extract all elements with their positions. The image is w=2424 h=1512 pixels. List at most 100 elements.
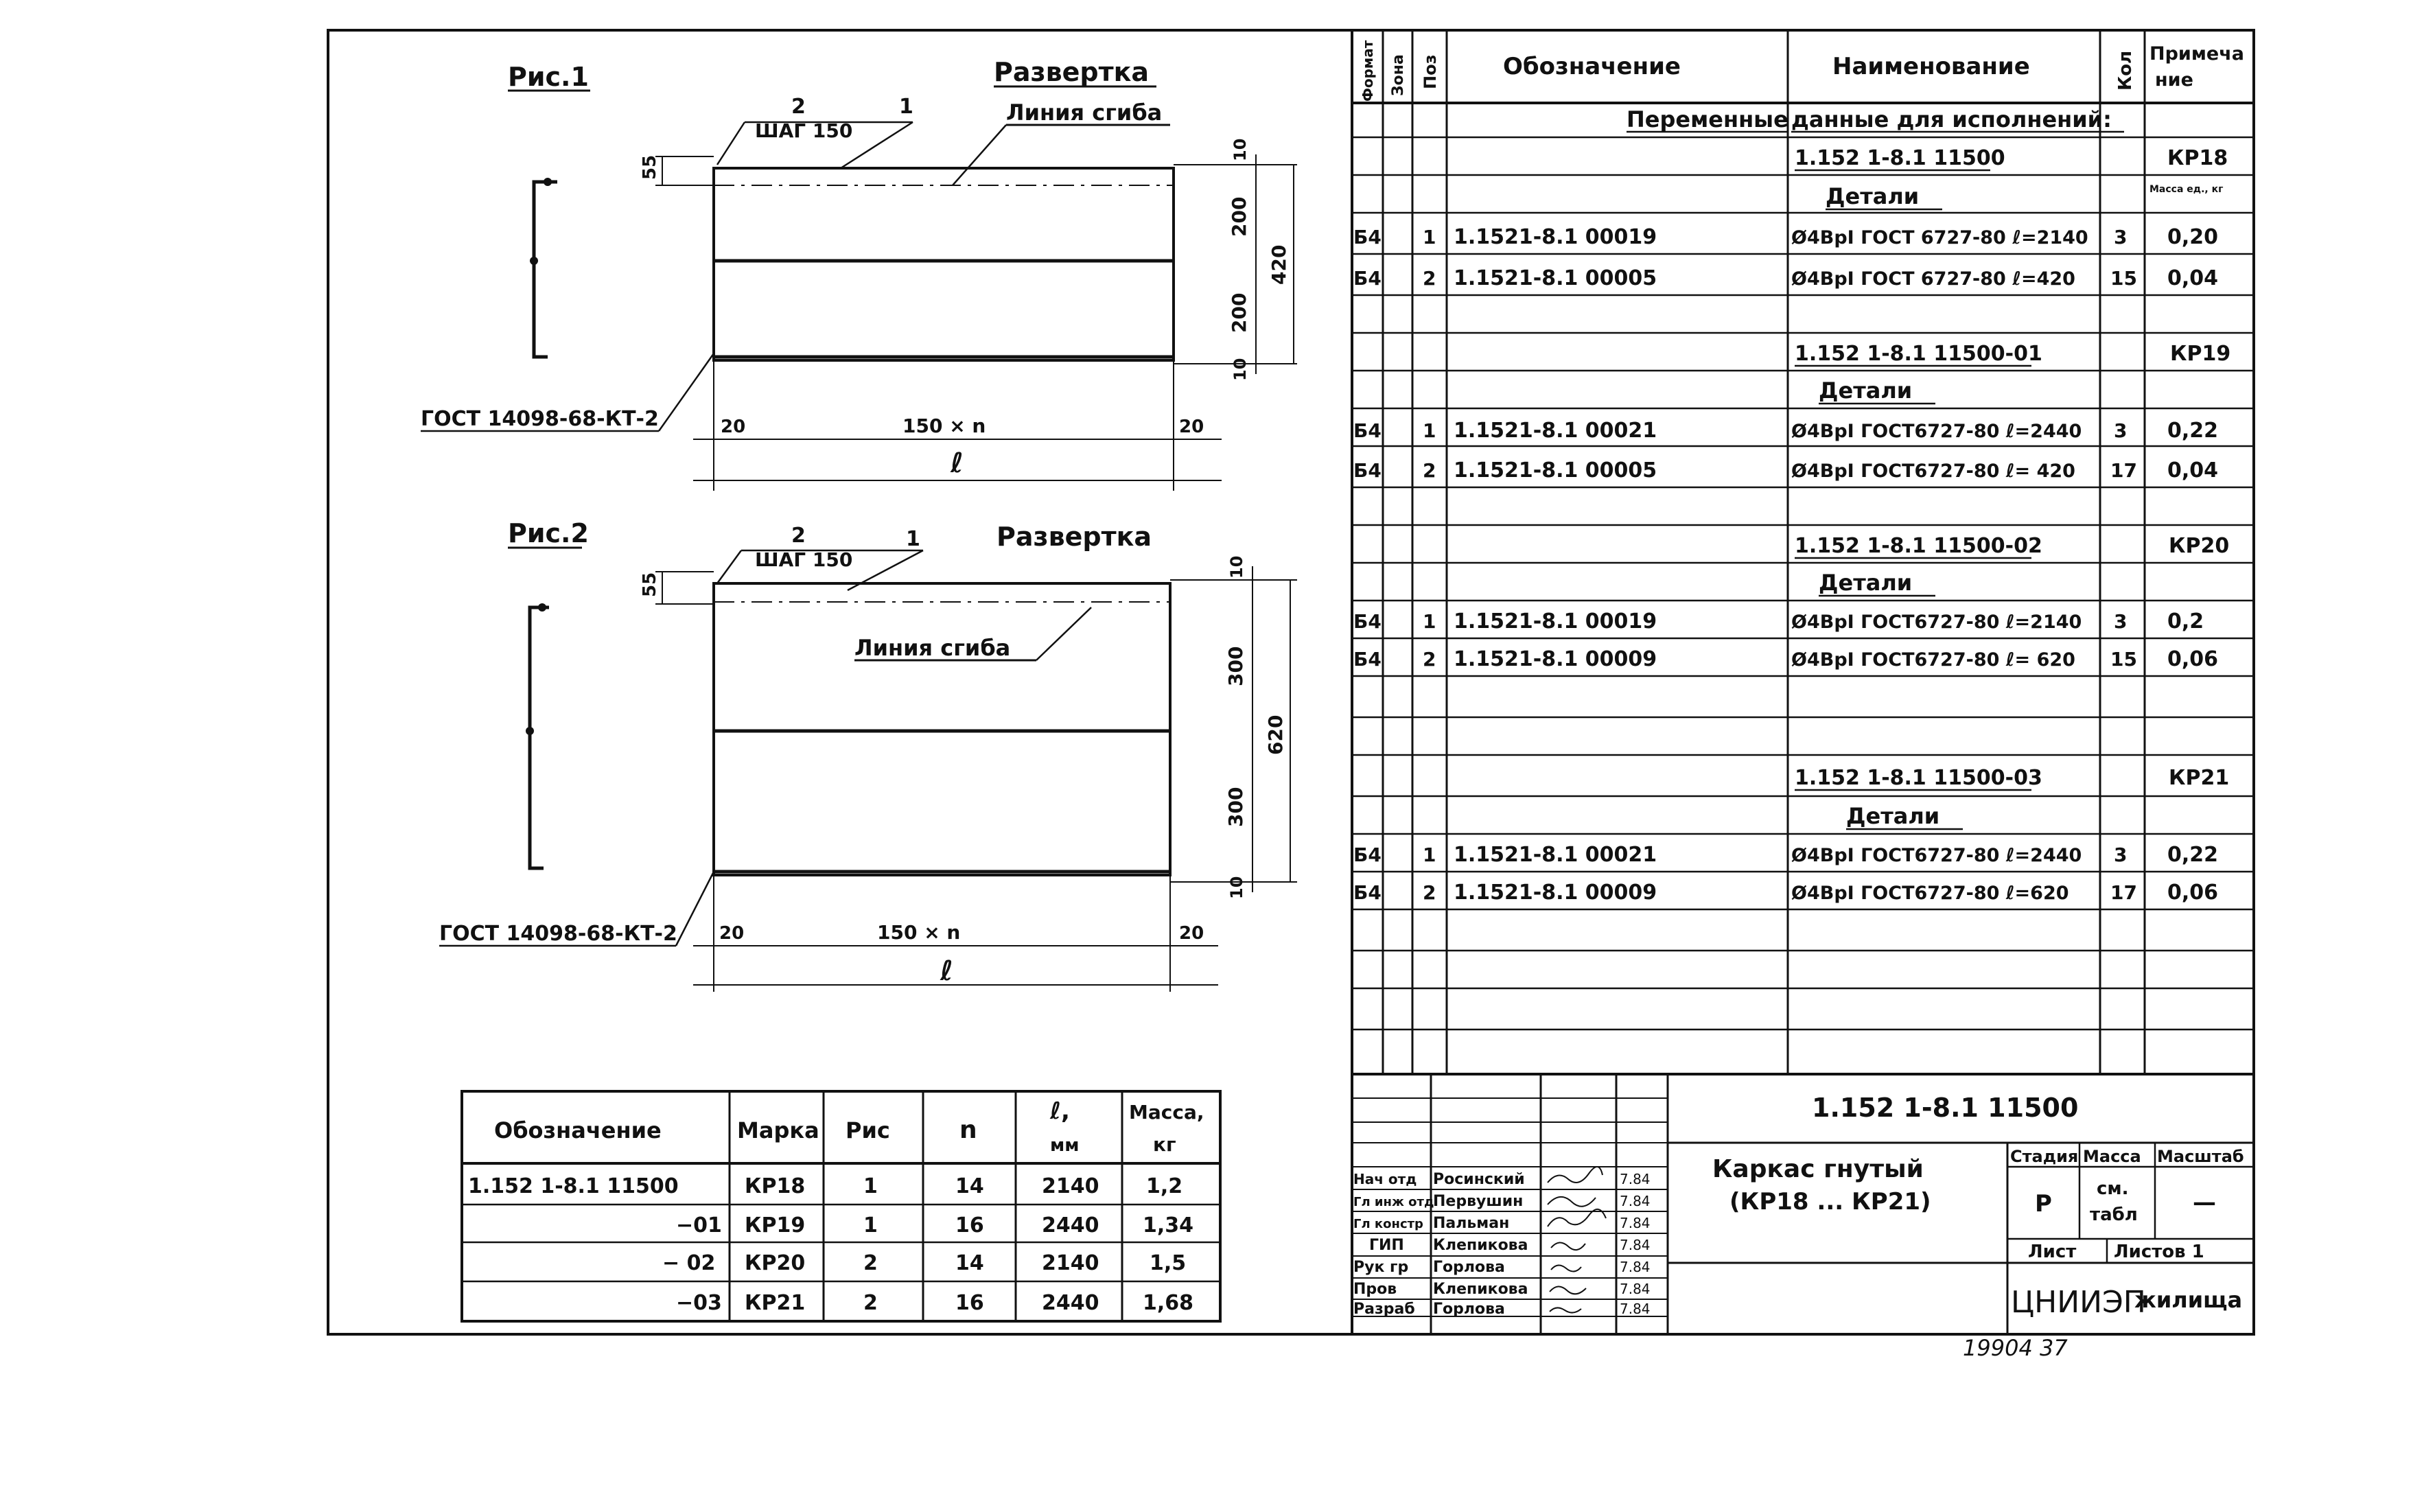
fig2-dim-300b: 300 xyxy=(1224,787,1247,827)
spec-variable-left: Переменные xyxy=(1627,106,1788,132)
tb-stadia: Р xyxy=(2035,1190,2052,1218)
marks-row3-oboz: − 02 xyxy=(662,1251,715,1275)
tb-name-5: Горлова xyxy=(1433,1259,1505,1276)
tb-role-2: Гл инж отд xyxy=(1353,1195,1434,1209)
marks-row1-oboz: 1.152 1-8.1 11500 xyxy=(468,1174,679,1198)
spec-g3-details: Детали xyxy=(1819,570,1912,596)
marks-row4-oboz: −03 xyxy=(676,1291,722,1315)
spec-g2-i2-prim: 0,04 xyxy=(2167,458,2218,482)
spec-g4-i2-oboz: 1.1521-8.1 00009 xyxy=(1454,881,1657,905)
marks-row2-oboz: −01 xyxy=(676,1213,722,1237)
marks-row2-ris: 1 xyxy=(863,1213,878,1237)
fig2-dim-l: ℓ xyxy=(940,955,953,987)
spec-g4-i2-kol: 17 xyxy=(2110,881,2137,904)
spec-g1-i1-naim: Ø4ВрI ГОСТ 6727-80 ℓ=2140 xyxy=(1791,227,2088,248)
spec-g3-i2-poz: 2 xyxy=(1423,648,1436,671)
fig2-dim-300a: 300 xyxy=(1224,647,1247,686)
tb-role-6: Пров xyxy=(1353,1281,1397,1298)
tb-name-7: Горлова xyxy=(1433,1301,1505,1318)
marks-head-oboz: Обозначение xyxy=(494,1117,662,1143)
spec-g4-i2-prim: 0,06 xyxy=(2167,881,2218,905)
marks-row1-ris: 1 xyxy=(863,1174,878,1198)
fig1-leader-1: 1 xyxy=(899,95,913,119)
fig2-title: Рис.2 xyxy=(508,518,589,548)
spec-table: Формат Зона Поз Обозначение Наименование… xyxy=(1352,30,2254,1074)
marks-row2-marka: КР19 xyxy=(745,1213,805,1237)
tb-role-1: Нач отд xyxy=(1353,1171,1417,1187)
marks-row1-n: 14 xyxy=(955,1174,984,1198)
spec-g1-i2-naim: Ø4ВрI ГОСТ 6727-80 ℓ=420 xyxy=(1791,268,2075,290)
spec-g2-i1-kol: 3 xyxy=(2114,419,2127,442)
spec-g3-i1-oboz: 1.1521-8.1 00019 xyxy=(1454,609,1657,633)
marks-row3-ris: 2 xyxy=(863,1251,878,1275)
tb-role-4: ГИП xyxy=(1369,1237,1404,1254)
spec-g2-i2-poz: 2 xyxy=(1423,459,1436,482)
marks-head-ris: Рис xyxy=(846,1117,890,1143)
fig2-step: ШАГ 150 xyxy=(755,548,852,571)
spec-g2-code: 1.152 1-8.1 11500-01 xyxy=(1795,342,2042,366)
spec-head-oboz: Обозначение xyxy=(1503,53,1681,80)
figure-2: Рис.2 Развертка 2 1 ШАГ 150 Линия сгиба … xyxy=(439,518,1297,992)
spec-head-format: Формат xyxy=(1360,40,1376,102)
spec-head-zona: Зона xyxy=(1390,54,1407,96)
fig2-dim-55: 55 xyxy=(640,572,660,597)
spec-g2-i1-naim: Ø4ВрI ГОСТ6727-80 ℓ=2440 xyxy=(1791,421,2082,442)
fig2-dim-total: 620 xyxy=(1264,715,1287,755)
tb-date-1: 7.84 xyxy=(1620,1171,1651,1187)
marks-head-l: ℓ, xyxy=(1049,1097,1070,1125)
spec-g3-i1-kol: 3 xyxy=(2114,610,2127,633)
fig1-dim-10b: 10 xyxy=(1231,358,1250,381)
fig1-dim-200b: 200 xyxy=(1228,293,1250,333)
spec-g2-i1-poz: 1 xyxy=(1423,419,1436,442)
marks-row4-n: 16 xyxy=(955,1291,984,1315)
spec-g3-i1-prim: 0,2 xyxy=(2167,609,2204,633)
tb-role-7: Разраб xyxy=(1353,1301,1415,1318)
fig1-leader-2: 2 xyxy=(791,95,806,119)
spec-g3-i2-kol: 15 xyxy=(2110,648,2137,671)
fig1-step: ШАГ 150 xyxy=(755,119,852,142)
spec-g4-i2-naim: Ø4ВрI ГОСТ6727-80 ℓ=620 xyxy=(1791,883,2069,904)
fig1-dim-10a: 10 xyxy=(1231,139,1250,161)
figure-1: Рис.1 Развертка Линия сгиба 2 1 ШАГ 150 … xyxy=(421,57,1297,491)
fig1-dim-20a: 20 xyxy=(721,417,745,437)
tb-listov: Листов 1 xyxy=(2114,1242,2204,1262)
tb-org1: ЦНИИЭП xyxy=(2011,1285,2146,1320)
tb-date-6: 7.84 xyxy=(1620,1281,1651,1297)
fig1-dim-55: 55 xyxy=(640,155,660,180)
marks-head-n: n xyxy=(959,1116,977,1144)
spec-g4-mark: КР21 xyxy=(2169,766,2229,790)
tb-name-3: Пальман xyxy=(1433,1215,1509,1232)
marks-row3-l: 2140 xyxy=(1042,1251,1099,1275)
tb-date-5: 7.84 xyxy=(1620,1259,1651,1275)
spec-g1-i2-poz: 2 xyxy=(1423,267,1436,290)
tb-date-7: 7.84 xyxy=(1620,1301,1651,1317)
fig2-dim-20b: 20 xyxy=(1179,923,1204,944)
spec-g1-i2-format: Б4 xyxy=(1353,267,1382,290)
spec-g3-i1-poz: 1 xyxy=(1423,610,1436,633)
marks-row2-n: 16 xyxy=(955,1213,984,1237)
fig2-gost: ГОСТ 14098-68-КТ-2 xyxy=(439,922,677,946)
sheet-frame xyxy=(327,29,2255,1336)
tb-name-line2: (КР18 ... КР21) xyxy=(1729,1188,1931,1216)
marks-row4-mass: 1,68 xyxy=(1143,1291,1193,1315)
spec-g2-i2-kol: 17 xyxy=(2110,459,2137,482)
spec-g1-i1-prim: 0,20 xyxy=(2167,225,2218,249)
tb-name-1: Росинский xyxy=(1433,1171,1525,1188)
spec-head-poz: Поз xyxy=(1421,54,1440,89)
marks-row4-marka: КР21 xyxy=(745,1291,805,1315)
spec-g3-mark: КР20 xyxy=(2169,534,2229,558)
fig2-dim-mid: 150 × n xyxy=(877,921,960,944)
spec-variable-right: данные для исполнений: xyxy=(1791,106,2112,132)
spec-head-prim1: Примеча xyxy=(2149,43,2244,65)
fig2-dim-10a: 10 xyxy=(1227,556,1246,579)
spec-g3-i2-naim: Ø4ВрI ГОСТ6727-80 ℓ= 620 xyxy=(1791,649,2075,671)
spec-g3-code: 1.152 1-8.1 11500-02 xyxy=(1795,534,2042,558)
tb-name-2: Первушин xyxy=(1433,1193,1523,1210)
marks-head-mm: мм xyxy=(1050,1135,1080,1156)
marks-row3-marka: КР20 xyxy=(745,1251,805,1275)
spec-g2-i1-oboz: 1.1521-8.1 00021 xyxy=(1454,419,1657,443)
spec-g3-i1-naim: Ø4ВрI ГОСТ6727-80 ℓ=2140 xyxy=(1791,612,2082,633)
spec-g1-i2-oboz: 1.1521-8.1 00005 xyxy=(1454,266,1657,290)
spec-g4-i1-prim: 0,22 xyxy=(2167,843,2218,867)
